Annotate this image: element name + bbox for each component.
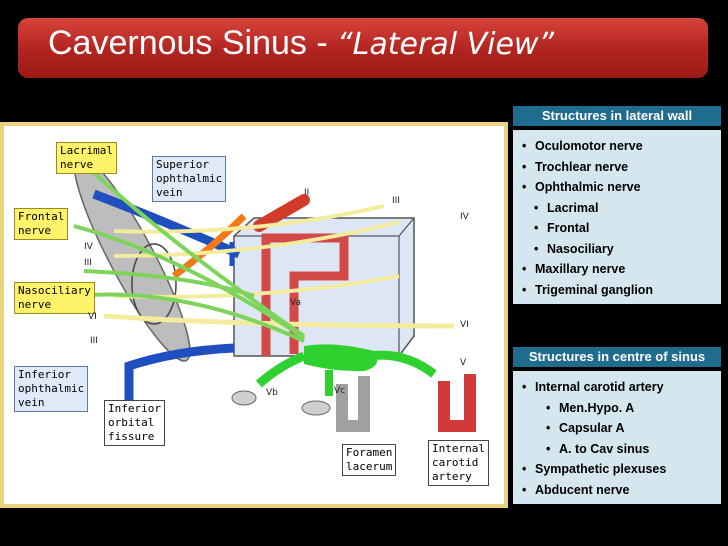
label-nasociliary-nerve: Nasociliary nerve [14,282,95,314]
centre-sinus-heading: Structures in centre of sinus [513,347,721,367]
carotid-grey-segment [336,376,370,432]
list-item: Nasociliary [533,239,715,260]
list-item: Sympathetic plexuses [521,459,715,480]
optic-nerve [253,194,310,232]
roman-iv-left: IV [84,242,93,252]
slide-title: Cavernous Sinus - “Lateral View” [48,24,554,63]
list-item: Internal carotid artery [521,377,715,398]
roman-iii-top: III [392,196,400,206]
label-superior-ophthalmic-vein: Superior ophthalmic vein [152,156,227,202]
trigeminal-ganglion [304,344,378,372]
list-item: Oculomotor nerve [521,136,715,157]
label-inferior-orbital-fissure: Inferior orbital fissure [104,400,165,446]
inferior-ophthalmic-vein [124,343,235,416]
roman-vi-left: VI [88,312,97,322]
lateral-wall-heading: Structures in lateral wall [513,106,721,126]
list-item: Trochlear nerve [521,157,715,178]
centre-sinus-panel: Structures in centre of sinus Internal c… [513,347,721,504]
centre-sinus-items: Internal carotid arteryMen.Hypo. ACapsul… [521,377,715,500]
list-item: Abducent nerve [521,480,715,501]
foramen-rotundum-disc [301,400,331,416]
roman-iii-lower: III [90,336,98,346]
roman-vb: Vb [266,388,278,398]
orange-nerve [171,213,247,279]
list-item: A. to Cav sinus [545,439,715,460]
foramen-ovale-disc [231,390,257,406]
cavernous-sinus-diagram: Lacrimal nerve Superior ophthalmic vein … [0,122,508,508]
superior-ophthalmic-vein [92,189,241,259]
roman-ii: II [304,188,310,198]
label-foramen-lacerum: Foramen lacerum [342,444,397,476]
roman-v: V [460,358,467,368]
label-internal-carotid-artery: Internal carotid artery [428,440,489,486]
centre-sinus-list: Internal carotid arteryMen.Hypo. ACapsul… [513,371,721,504]
lateral-wall-panel: Structures in lateral wall Oculomotor ne… [513,106,721,304]
list-item: Maxillary nerve [521,259,715,280]
roman-iv-right: IV [460,212,469,222]
roman-iii-left: III [84,258,92,268]
lateral-wall-list: Oculomotor nerveTrochlear nerveOphthalmi… [513,130,721,304]
roman-vi-right: VI [460,320,469,330]
label-inferior-ophthalmic-vein: Inferior ophthalmic vein [14,366,89,412]
list-item: Men.Hypo. A [545,398,715,419]
carotid-artery-red [438,374,476,432]
list-item: Frontal [533,218,715,239]
title-bar [18,18,708,78]
diagram-drawing [73,154,476,432]
roman-vc: Vc [334,386,346,396]
list-item: Capsular A [545,418,715,439]
list-item: Ophthalmic nerve [521,177,715,198]
label-frontal-nerve: Frontal nerve [14,208,69,240]
list-item: Trigeminal ganglion [521,280,715,301]
title-sub: “Lateral View” [337,27,554,62]
list-item: Lacrimal [533,198,715,219]
annulus-ring [131,243,177,325]
title-main: Cavernous Sinus - [48,24,338,62]
roman-va: Va [290,298,301,308]
label-lacrimal-nerve: Lacrimal nerve [56,142,117,174]
lateral-wall-items: Oculomotor nerveTrochlear nerveOphthalmi… [521,136,715,300]
